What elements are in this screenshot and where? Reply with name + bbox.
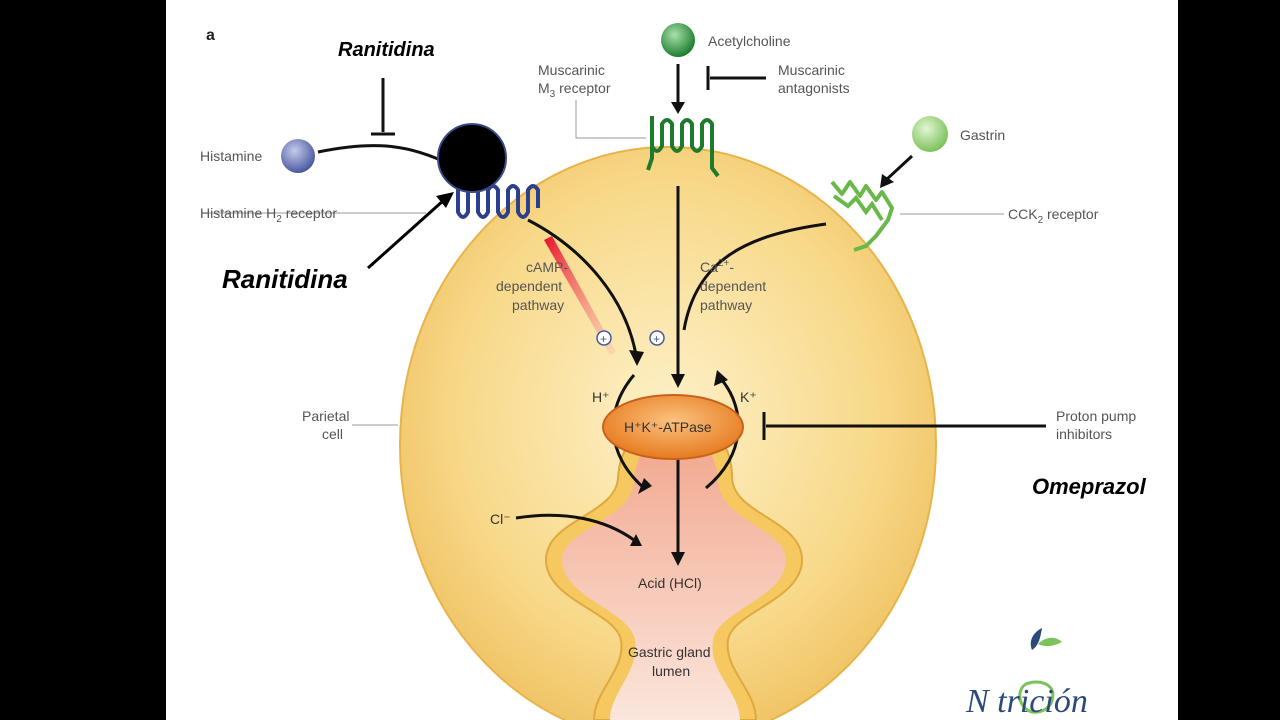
parietal-cell-diagram: a Ranitidina Ranitidina Omeprazol Histam…	[200, 23, 1147, 720]
acetylcholine-label: Acetylcholine	[708, 33, 791, 49]
cl-ion-arrow	[515, 513, 642, 546]
plus-label-2: +	[653, 332, 660, 346]
lumen-label-1: Gastric gland	[628, 644, 710, 660]
muscarinic-receptor-label-2: M3 receptor	[538, 80, 611, 100]
camp-pathway-arrow	[527, 218, 644, 366]
drug-label-ranitidina-top: Ranitidina	[338, 39, 435, 61]
acid-label: Acid (HCl)	[638, 575, 702, 591]
histamine-receptor-label: Histamine H2 receptor	[200, 205, 337, 225]
proton-pump-inhibitor-bar	[762, 412, 1046, 440]
k-ion-label: K⁺	[740, 389, 757, 405]
ranitidina-pointer-arrow	[366, 192, 454, 270]
gastrin-label: Gastrin	[960, 127, 1005, 143]
ca-pathway-label-1: Ca2+-	[700, 258, 734, 275]
drug-label-ranitidina-left: Ranitidina	[222, 264, 348, 294]
red-streak	[544, 236, 616, 355]
parietal-cell-label-2: cell	[322, 426, 343, 442]
acetylcholine-ligand	[661, 23, 695, 114]
cl-ion-label: Cl⁻	[490, 511, 511, 527]
muscarinic-antagonists-label-1: Muscarinic	[778, 62, 845, 78]
parietal-cell-label-1: Parietal	[302, 408, 349, 424]
muscarinic-antagonists-inhibition	[706, 66, 766, 90]
cck2-receptor	[830, 180, 894, 252]
camp-pathway-label-1: cAMP-	[526, 259, 568, 275]
pump-label: H⁺K⁺-ATPase	[624, 419, 712, 435]
plus-marker-1	[596, 330, 612, 346]
plus-marker-2	[649, 330, 665, 346]
slide-page: a Ranitidina Ranitidina Omeprazol Histam…	[166, 0, 1178, 720]
acid-arrow	[671, 450, 685, 566]
histamine-label: Histamine	[200, 148, 262, 164]
ca-pathway-arrowhead	[671, 374, 685, 388]
ca-pathway-arrows	[676, 186, 827, 376]
ppi-label-1: Proton pump	[1056, 408, 1136, 424]
plus-label-1: +	[600, 332, 607, 346]
drug-label-omeprazol: Omeprazol	[1032, 474, 1147, 499]
panel-label: a	[206, 27, 215, 44]
gastrin-ligand	[880, 116, 948, 188]
ranitidina-inhibition	[371, 78, 395, 136]
lumen-label-2: lumen	[652, 663, 690, 679]
muscarinic-m3-receptor	[646, 116, 720, 178]
ca-pathway-label-2: dependent	[700, 278, 766, 294]
muscarinic-receptor-label-1: Muscarinic	[538, 62, 605, 78]
muscarinic-antagonists-label-2: antagonists	[778, 80, 850, 96]
h-k-atpase-pump	[602, 394, 744, 460]
nutricion-logo: N trición	[965, 628, 1088, 720]
cck2-receptor-label: CCK2 receptor	[1008, 206, 1099, 226]
histamine-ligand	[281, 139, 452, 173]
h-ion-label: H⁺	[592, 389, 610, 405]
logo-text: N trición	[965, 683, 1088, 720]
camp-pathway-label-2: dependent	[496, 278, 562, 294]
camp-pathway-label-3: pathway	[512, 297, 564, 313]
ca-pathway-label-3: pathway	[700, 297, 752, 313]
callout-lines	[204, 100, 1004, 426]
ranitidina-blocker-circle	[437, 123, 507, 193]
ppi-label-2: inhibitors	[1056, 426, 1112, 442]
